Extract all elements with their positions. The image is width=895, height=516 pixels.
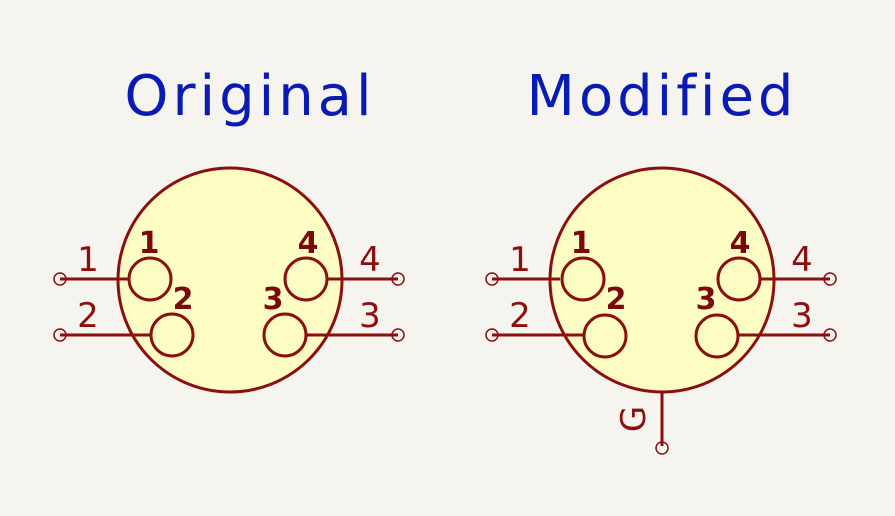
pad-1[interactable] bbox=[127, 256, 173, 302]
symbol-modified[interactable]: Modified G 1 2 4 3 bbox=[485, 64, 837, 455]
title-modified: Modified bbox=[527, 64, 798, 129]
pad-number: 2 bbox=[606, 282, 627, 317]
pad-3[interactable] bbox=[262, 312, 308, 358]
pin-name: 2 bbox=[509, 296, 531, 336]
pin-4[interactable]: 4 bbox=[328, 240, 405, 286]
pad-number: 4 bbox=[730, 226, 751, 261]
pad-4[interactable] bbox=[716, 256, 762, 302]
pin-name: 3 bbox=[359, 296, 381, 336]
pad-number: 1 bbox=[139, 226, 160, 261]
pin-3[interactable]: 3 bbox=[738, 296, 837, 342]
pad-2[interactable] bbox=[149, 312, 195, 358]
pin-g[interactable]: G bbox=[614, 390, 669, 455]
pad-4[interactable] bbox=[283, 256, 329, 302]
pad-number: 1 bbox=[571, 226, 592, 261]
pin-endpoint[interactable] bbox=[823, 328, 837, 342]
pin-name: 4 bbox=[791, 240, 813, 280]
pad-number: 2 bbox=[173, 282, 194, 317]
pin-name: 3 bbox=[791, 296, 813, 336]
pin-endpoint[interactable] bbox=[485, 272, 499, 286]
pin-name: 1 bbox=[509, 240, 531, 280]
pin-1[interactable]: 1 bbox=[53, 240, 128, 286]
pin-3[interactable]: 3 bbox=[306, 296, 405, 342]
pad-number: 4 bbox=[298, 226, 319, 261]
pin-endpoint[interactable] bbox=[823, 272, 837, 286]
pin-endpoint[interactable] bbox=[655, 441, 669, 455]
pin-1[interactable]: 1 bbox=[485, 240, 560, 286]
pad-number: 3 bbox=[263, 282, 284, 317]
pin-endpoint[interactable] bbox=[391, 272, 405, 286]
pad-1[interactable] bbox=[560, 256, 606, 302]
title-original: Original bbox=[124, 64, 375, 129]
pad-number: 3 bbox=[696, 282, 717, 317]
pin-endpoint[interactable] bbox=[53, 328, 67, 342]
pin-name: 1 bbox=[77, 240, 99, 280]
pin-endpoint[interactable] bbox=[485, 328, 499, 342]
pin-name: 2 bbox=[77, 296, 99, 336]
pad-2[interactable] bbox=[582, 313, 628, 359]
pin-4[interactable]: 4 bbox=[760, 240, 837, 286]
pin-name: G bbox=[614, 406, 654, 432]
pad-3[interactable] bbox=[694, 313, 740, 359]
pin-name: 4 bbox=[359, 240, 381, 280]
pin-2[interactable]: 2 bbox=[53, 296, 150, 342]
pin-2[interactable]: 2 bbox=[485, 296, 584, 342]
pin-endpoint[interactable] bbox=[391, 328, 405, 342]
symbol-original[interactable]: Original 1 2 4 3 1 2 4 bbox=[53, 64, 405, 394]
connector-body bbox=[116, 166, 344, 394]
pin-endpoint[interactable] bbox=[53, 272, 67, 286]
connector-body bbox=[548, 166, 776, 394]
